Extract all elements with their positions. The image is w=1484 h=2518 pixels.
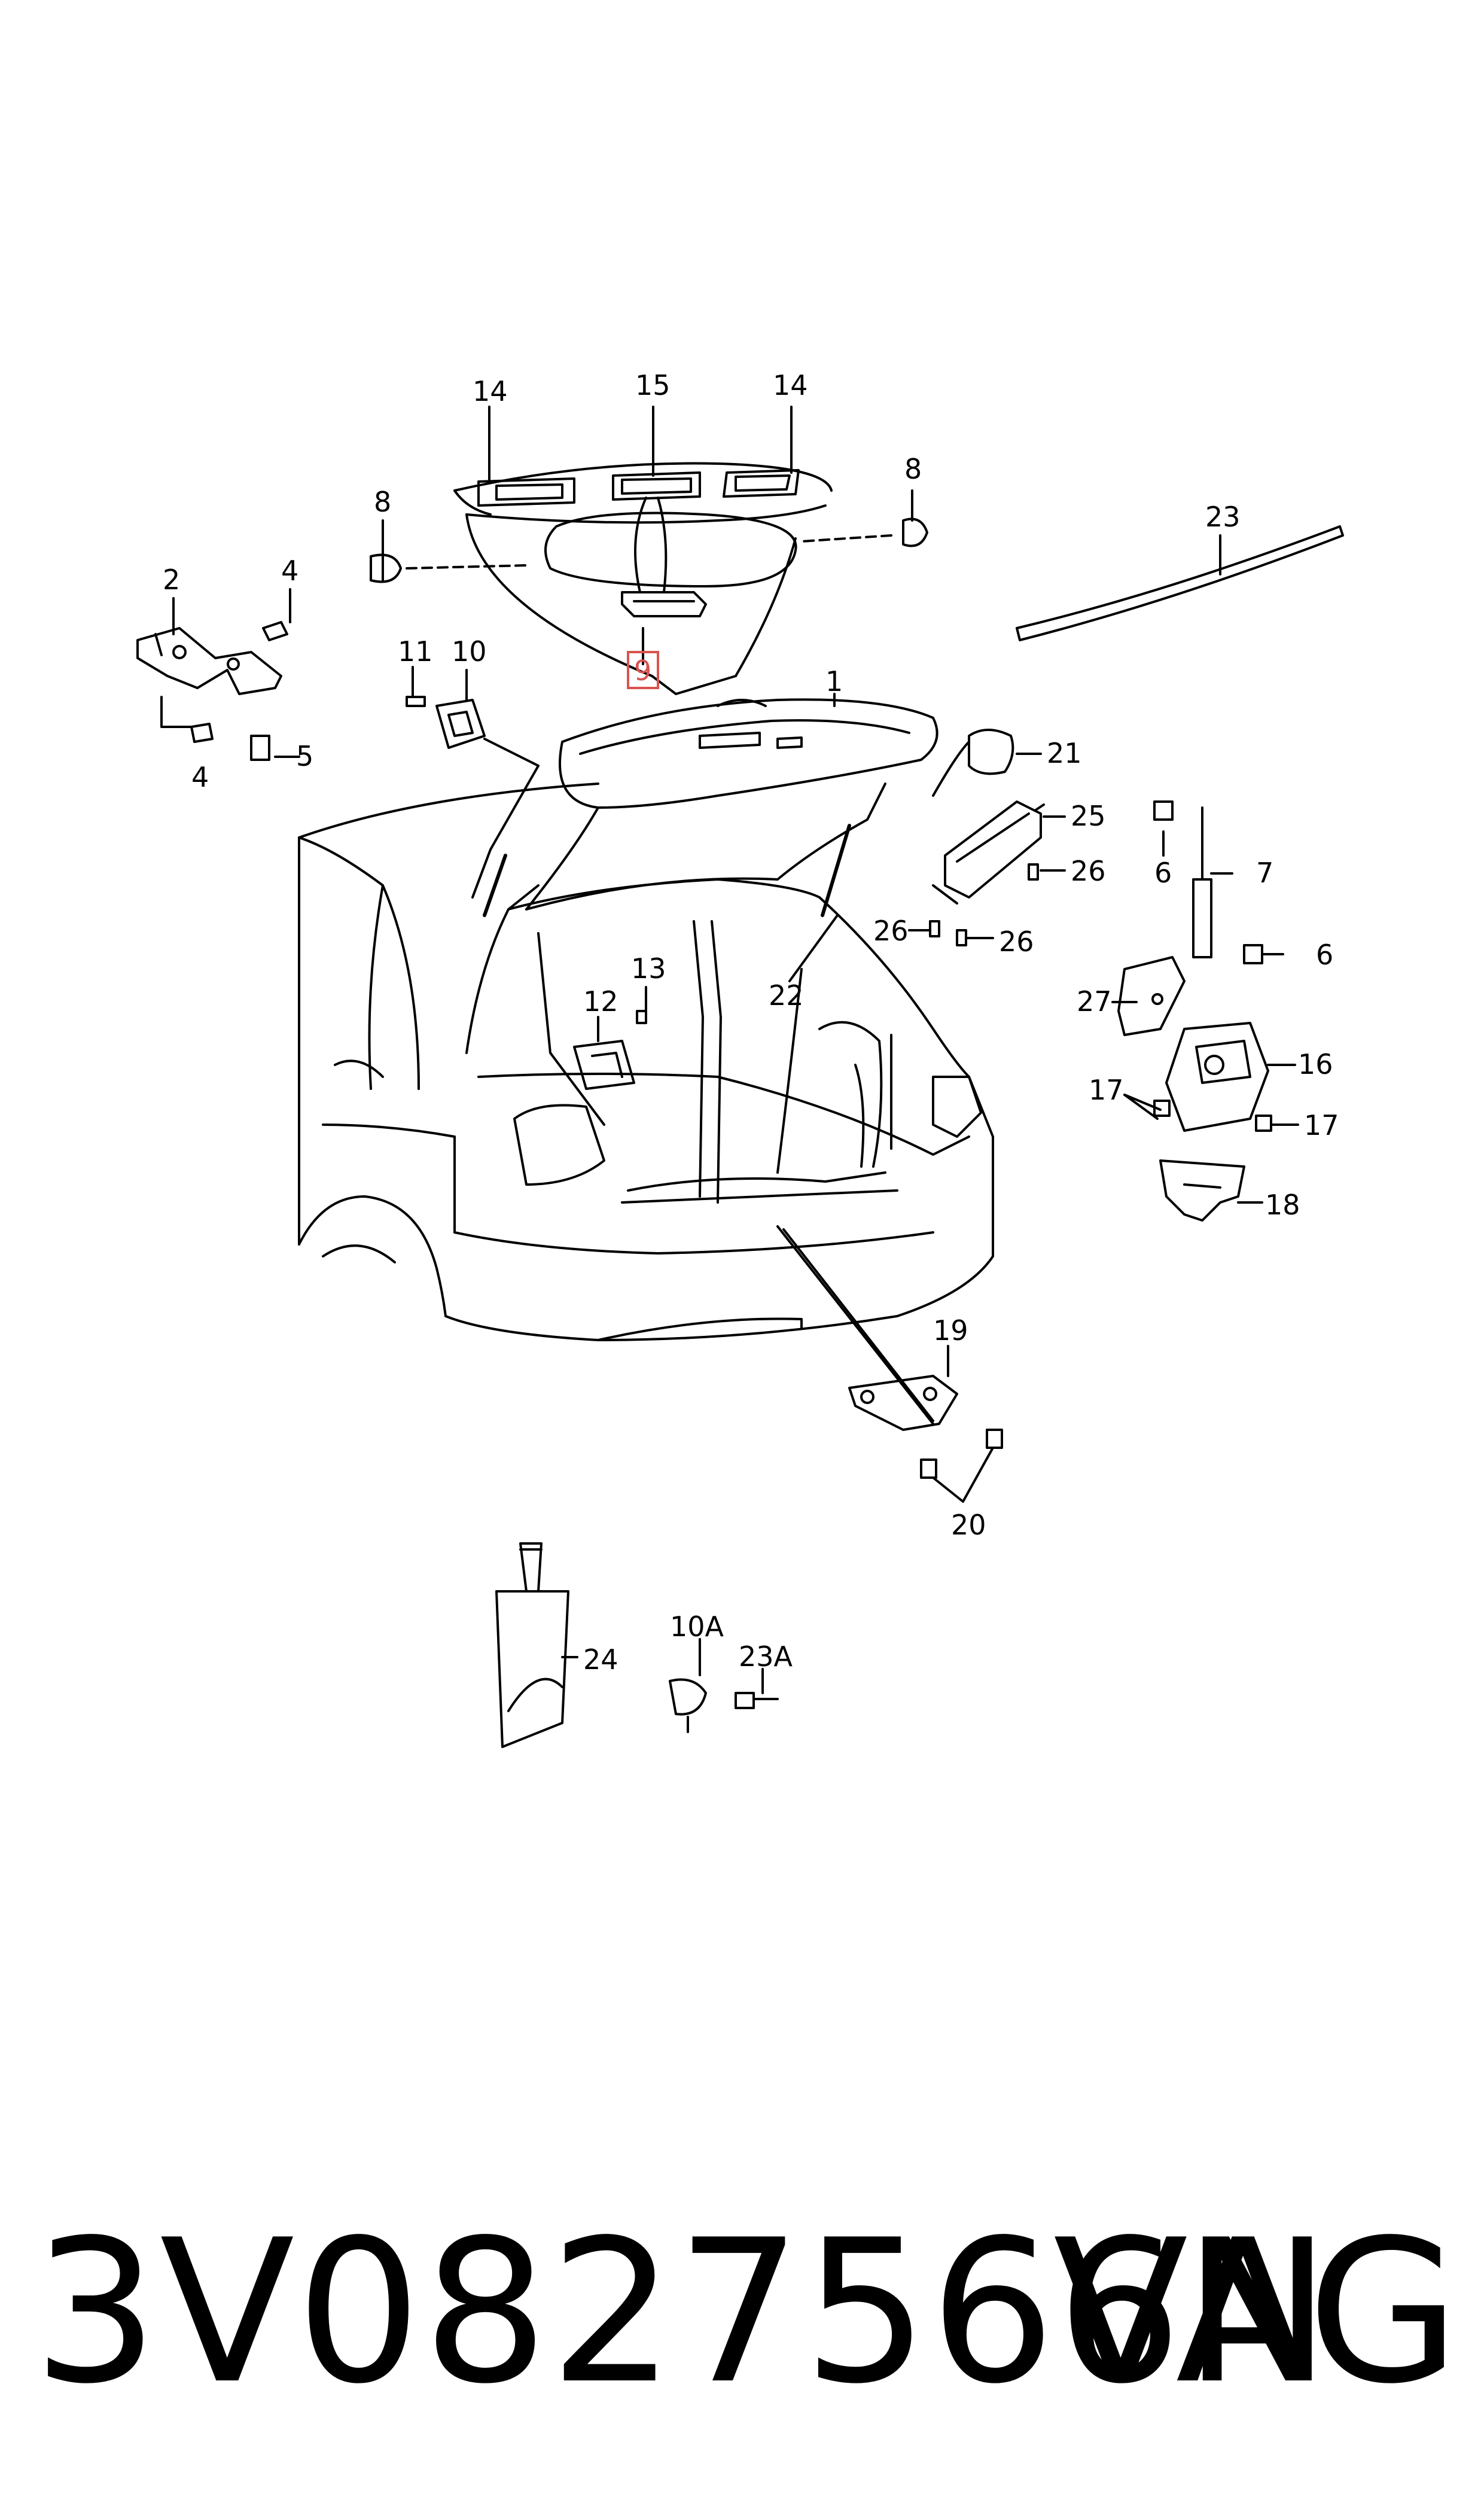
callout-4: 4: [191, 761, 209, 793]
callout-10: 10: [452, 635, 487, 668]
callout-7: 7: [1256, 857, 1273, 889]
callout-21: 21: [1047, 737, 1082, 769]
callout-6: 6: [1154, 857, 1172, 889]
callout-27: 27: [1077, 985, 1112, 1018]
callout-19: 19: [933, 1314, 968, 1347]
callout-8: 8: [904, 453, 922, 485]
callout-17: 17: [1089, 1074, 1124, 1106]
fasteners-10a-23a: [669, 1678, 779, 1733]
callout-4: 4: [281, 555, 298, 587]
callout-10a: 10A: [670, 1610, 724, 1643]
latch-striker-12-13: [573, 1010, 647, 1090]
callout-16: 16: [1298, 1048, 1333, 1080]
callout-8: 8: [374, 486, 391, 518]
callout-23a: 23A: [739, 1640, 793, 1673]
callout-24: 24: [583, 1643, 618, 1676]
control-module: [929, 800, 1045, 946]
bracket-19: [776, 1225, 1003, 1479]
leader-lines: [160, 406, 1299, 1694]
plug-right: [800, 517, 928, 547]
callout-20: 20: [951, 1509, 986, 1541]
sealant-tube: [495, 1542, 569, 1748]
callout-13: 13: [631, 952, 666, 985]
tailgate: [471, 698, 938, 917]
callout-22: 22: [769, 979, 804, 1012]
bump-stop: [932, 729, 1014, 797]
callout-6: 6: [1316, 939, 1333, 971]
callout-11: 11: [398, 635, 433, 668]
striker-18: [1159, 1159, 1245, 1222]
callout-26: 26: [999, 925, 1034, 958]
buffer-10-11: [406, 696, 540, 767]
light-bar-detail: [453, 462, 833, 695]
callout-18: 18: [1265, 1189, 1300, 1221]
callout-26: 26: [873, 915, 909, 947]
callout-14: 14: [473, 375, 508, 407]
callout-23: 23: [1205, 501, 1241, 533]
callout-1: 1: [825, 665, 843, 698]
parts-diagram: 1 2 4 4 5 6 6 7 8 8 9 10 10A 11 12 13 14…: [136, 369, 1344, 1748]
callout-9: 9: [634, 654, 651, 687]
callout-14: 14: [773, 369, 808, 401]
callout-12: 12: [583, 985, 618, 1018]
callout-15: 15: [635, 369, 671, 401]
gas-strut: [1153, 800, 1263, 964]
trim-strip: [1016, 525, 1344, 641]
callout-2: 2: [163, 564, 180, 596]
callout-26: 26: [1071, 855, 1106, 887]
hinge-assembly: [136, 621, 288, 761]
callout-5: 5: [296, 740, 313, 772]
lock-16: [1153, 1022, 1272, 1132]
brand-text: VAG: [1053, 2197, 1460, 2427]
bracket-27: [1117, 956, 1186, 1036]
callout-labels: 1 2 4 4 5 6 6 7 8 8 9 10 10A 11 12 13 14…: [163, 369, 1339, 1676]
part-number-text: 3V0827566N: [33, 2197, 1333, 2427]
callout-17: 17: [1304, 1109, 1339, 1141]
plug-left: [370, 553, 528, 583]
callout-25: 25: [1071, 800, 1106, 832]
car-body: [297, 783, 994, 1341]
highlight-box-9: [627, 651, 659, 689]
